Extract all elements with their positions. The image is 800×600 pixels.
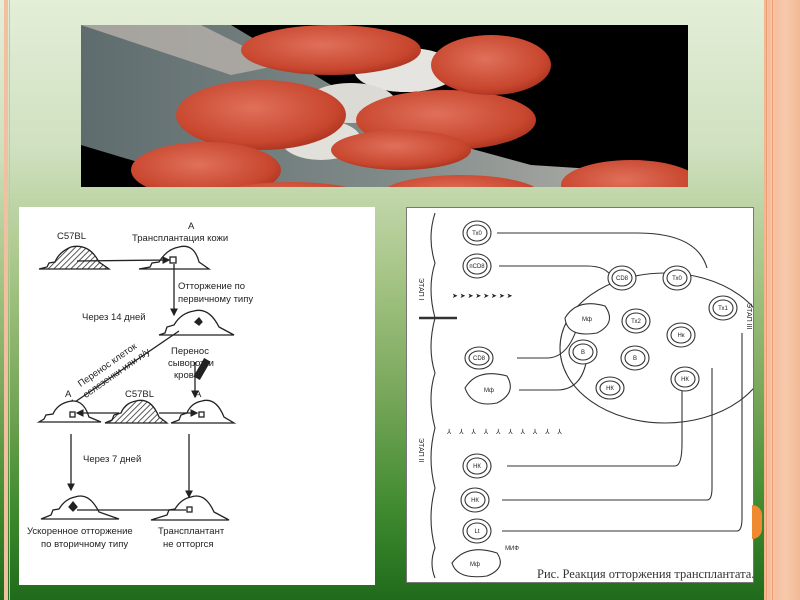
cell-cd8-center	[607, 265, 637, 291]
stage-2-label: ЭТАП II	[417, 438, 424, 463]
mouse-c57bl-donor	[38, 245, 112, 270]
cell-mf-bottom	[451, 549, 501, 578]
tissue-membrane	[430, 212, 436, 579]
label-hcd8: пСD8	[469, 264, 485, 270]
mouse-c57bl-middle	[104, 399, 169, 424]
red-blood-cell	[331, 130, 471, 170]
cell-th0-center	[662, 265, 692, 291]
label-serum-transfer-3: крови	[174, 370, 199, 381]
cell-b-left	[568, 339, 598, 365]
rejection-reaction-diagram: ➤ ➤ ➤ ➤ ➤ ➤ ➤ ➤ ⅄⅄⅄⅄⅄⅄⅄⅄⅄⅄ Тх0 пСD8	[406, 207, 771, 583]
red-blood-cell	[131, 142, 281, 187]
label-hk-right: Нк	[678, 333, 685, 339]
svg-text:⅄⅄⅄⅄⅄⅄⅄⅄⅄⅄: ⅄⅄⅄⅄⅄⅄⅄⅄⅄⅄	[446, 428, 570, 436]
label-nk-bottom1: НК	[473, 464, 481, 470]
cell-cd8-left	[464, 346, 494, 370]
label-b-center: В	[633, 356, 637, 362]
label-lt: Lt	[474, 529, 479, 535]
cell-nk-bottom2	[460, 487, 490, 513]
right-border-band	[764, 0, 800, 600]
cell-th1	[708, 295, 738, 321]
cell-b-center	[620, 345, 650, 371]
left-border-stripe	[4, 0, 8, 600]
label-th2: Тх2	[631, 319, 641, 325]
label-th0-center: Тх0	[672, 276, 682, 282]
label-mf-bottom: Мф	[470, 562, 480, 568]
right-border-line	[766, 0, 767, 600]
red-blood-cell	[241, 25, 421, 75]
cell-hcd8	[462, 253, 492, 279]
label-mf-left: Мф	[484, 388, 494, 394]
label-primary-rejection-2: первичному типу	[178, 294, 253, 305]
svg-text:➤ ➤ ➤ ➤ ➤ ➤ ➤ ➤: ➤ ➤ ➤ ➤ ➤ ➤ ➤ ➤	[452, 293, 513, 300]
red-blood-cell	[561, 160, 688, 187]
cell-hk-right	[666, 322, 696, 348]
mouse-a-accelerated	[40, 495, 120, 520]
cell-nk-bottom1	[462, 453, 492, 479]
label-c57bl-top: C57BL	[57, 231, 86, 242]
stage-1-label: ЭТАП I	[417, 278, 424, 301]
stage-3-label: ЭТАП III	[745, 303, 752, 330]
micrograph-photo	[81, 25, 688, 187]
label-skin-transplant: Трансплантация кожи	[132, 233, 228, 244]
label-nk-center: НК	[606, 386, 614, 392]
cell-th2	[621, 308, 651, 334]
cell-th0-left	[462, 220, 492, 246]
label-after-7-days: Через 7 дней	[83, 454, 141, 465]
label-a-top: A	[188, 221, 195, 232]
label-c57bl-middle: C57BL	[125, 389, 154, 400]
label-not-rejected-2: не отторгся	[163, 539, 214, 550]
label-not-rejected-1: Трансплантант	[158, 526, 225, 537]
cell-lt	[462, 518, 492, 544]
cell-nk-circle	[670, 366, 700, 392]
label-accelerated-2: по вторичному типу	[41, 539, 128, 550]
mouse-a-recipient	[138, 245, 212, 270]
label-cd8-left: CD8	[473, 356, 486, 362]
mouse-a-not-rejected	[150, 495, 230, 521]
label-a-right: A	[195, 389, 202, 400]
cell-mf-center	[564, 303, 611, 335]
figure-caption: Рис. Реакция отторжения трансплантата.	[537, 567, 755, 581]
label-nk-circle: НК	[681, 377, 689, 383]
label-accelerated-1: Ускоренное отторжение	[27, 526, 133, 537]
cell-nk-center	[595, 376, 625, 400]
label-primary-rejection-1: Отторжение по	[178, 281, 245, 292]
label-a-left: A	[65, 389, 72, 400]
label-nk-bottom2: НК	[471, 498, 479, 504]
orange-marker	[752, 505, 762, 539]
left-border-line	[9, 0, 10, 600]
label-after-14-days: Через 14 дней	[82, 312, 146, 323]
label-mif: МИФ	[505, 546, 519, 552]
label-serum-transfer-2: сыворотки	[168, 358, 214, 369]
right-border-line	[772, 0, 773, 600]
transplant-experiment-diagram: C57BL A Трансплантация кожи Отторжение п…	[19, 207, 375, 585]
red-blood-cell	[235, 182, 347, 187]
label-th1: Тх1	[718, 306, 728, 312]
label-th0: Тх0	[472, 231, 482, 237]
red-blood-cell	[431, 35, 551, 95]
red-blood-cell	[176, 80, 346, 150]
label-serum-transfer-1: Перенос	[171, 346, 209, 357]
cell-mf-left	[464, 373, 511, 405]
label-mf-center: Мф	[582, 317, 592, 323]
label-b-left: В	[581, 350, 585, 356]
label-cd8-center: CD8	[616, 276, 629, 282]
red-blood-cell	[387, 175, 535, 187]
